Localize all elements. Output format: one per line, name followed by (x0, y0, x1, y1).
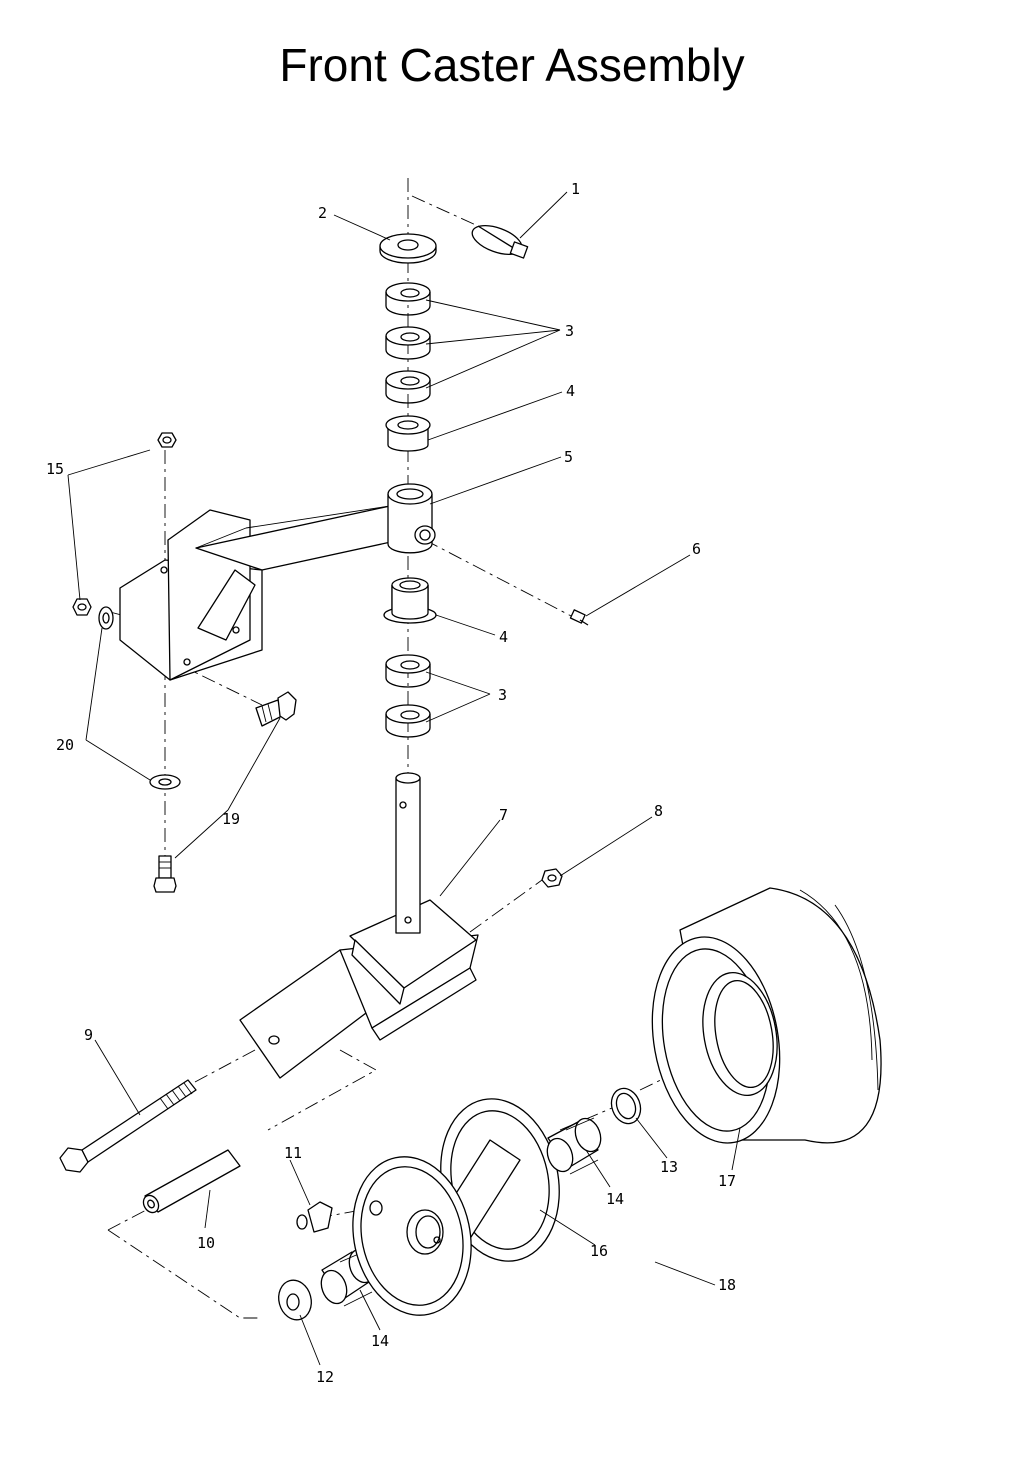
part-12-spacer (278, 1279, 312, 1321)
callout-16: 16 (590, 1242, 608, 1260)
part-20-washer-side (98, 606, 114, 630)
part-19-bolt-side (255, 691, 297, 727)
callout-12: 12 (316, 1368, 334, 1386)
part-8-nut (541, 868, 563, 888)
callout-3-upper: 3 (565, 322, 574, 340)
part-5-caster-arm (119, 483, 436, 681)
part-20-washer-lower (149, 774, 181, 790)
callout-18: 18 (718, 1276, 736, 1294)
part-16-wheel-hub (352, 1098, 560, 1316)
callout-8: 8 (654, 802, 663, 820)
callout-numbers: 1 2 3 4 5 6 4 3 7 8 9 10 11 12 13 14 14 … (46, 180, 736, 1386)
part-7-caster-fork (239, 772, 479, 1079)
callout-10: 10 (197, 1234, 215, 1252)
callout-4-upper: 4 (566, 382, 575, 400)
part-13-seal (610, 1087, 642, 1125)
callout-3-lower: 3 (498, 686, 507, 704)
part-3-spacers-lower (385, 654, 431, 738)
part-4-bushing-upper (385, 415, 431, 452)
callout-13: 13 (660, 1158, 678, 1176)
part-6-grease-fitting (569, 609, 589, 626)
callout-11: 11 (284, 1144, 302, 1162)
part-1-linch-pin (471, 224, 529, 259)
callout-9: 9 (84, 1026, 93, 1044)
part-14-bearing-rear (546, 1117, 602, 1175)
part-11-grease-fitting (296, 1201, 333, 1233)
callout-14-front: 14 (371, 1332, 389, 1350)
callout-1: 1 (571, 180, 580, 198)
callout-14-rear: 14 (606, 1190, 624, 1208)
part-15-nut-top (157, 432, 177, 448)
part-19-bolt-lower (153, 855, 177, 893)
part-17-tire (651, 887, 882, 1144)
callout-17: 17 (718, 1172, 736, 1190)
part-9-axle-bolt (59, 1079, 197, 1173)
callout-6: 6 (692, 540, 701, 558)
callout-7: 7 (499, 806, 508, 824)
center-lines (107, 178, 761, 1319)
callout-5: 5 (564, 448, 573, 466)
part-3-spacers-upper (385, 282, 431, 404)
page-title: Front Caster Assembly (279, 39, 745, 91)
leader-lines (67, 191, 741, 1366)
part-4-bushing-lower (383, 577, 437, 624)
callout-19: 19 (222, 810, 240, 828)
part-15-nut-side (72, 598, 92, 616)
callout-2: 2 (318, 204, 327, 222)
part-10-spacer-tube (142, 1149, 241, 1214)
callout-20: 20 (56, 736, 74, 754)
part-2-washer (379, 233, 437, 264)
callout-15: 15 (46, 460, 64, 478)
callout-4-lower: 4 (499, 628, 508, 646)
